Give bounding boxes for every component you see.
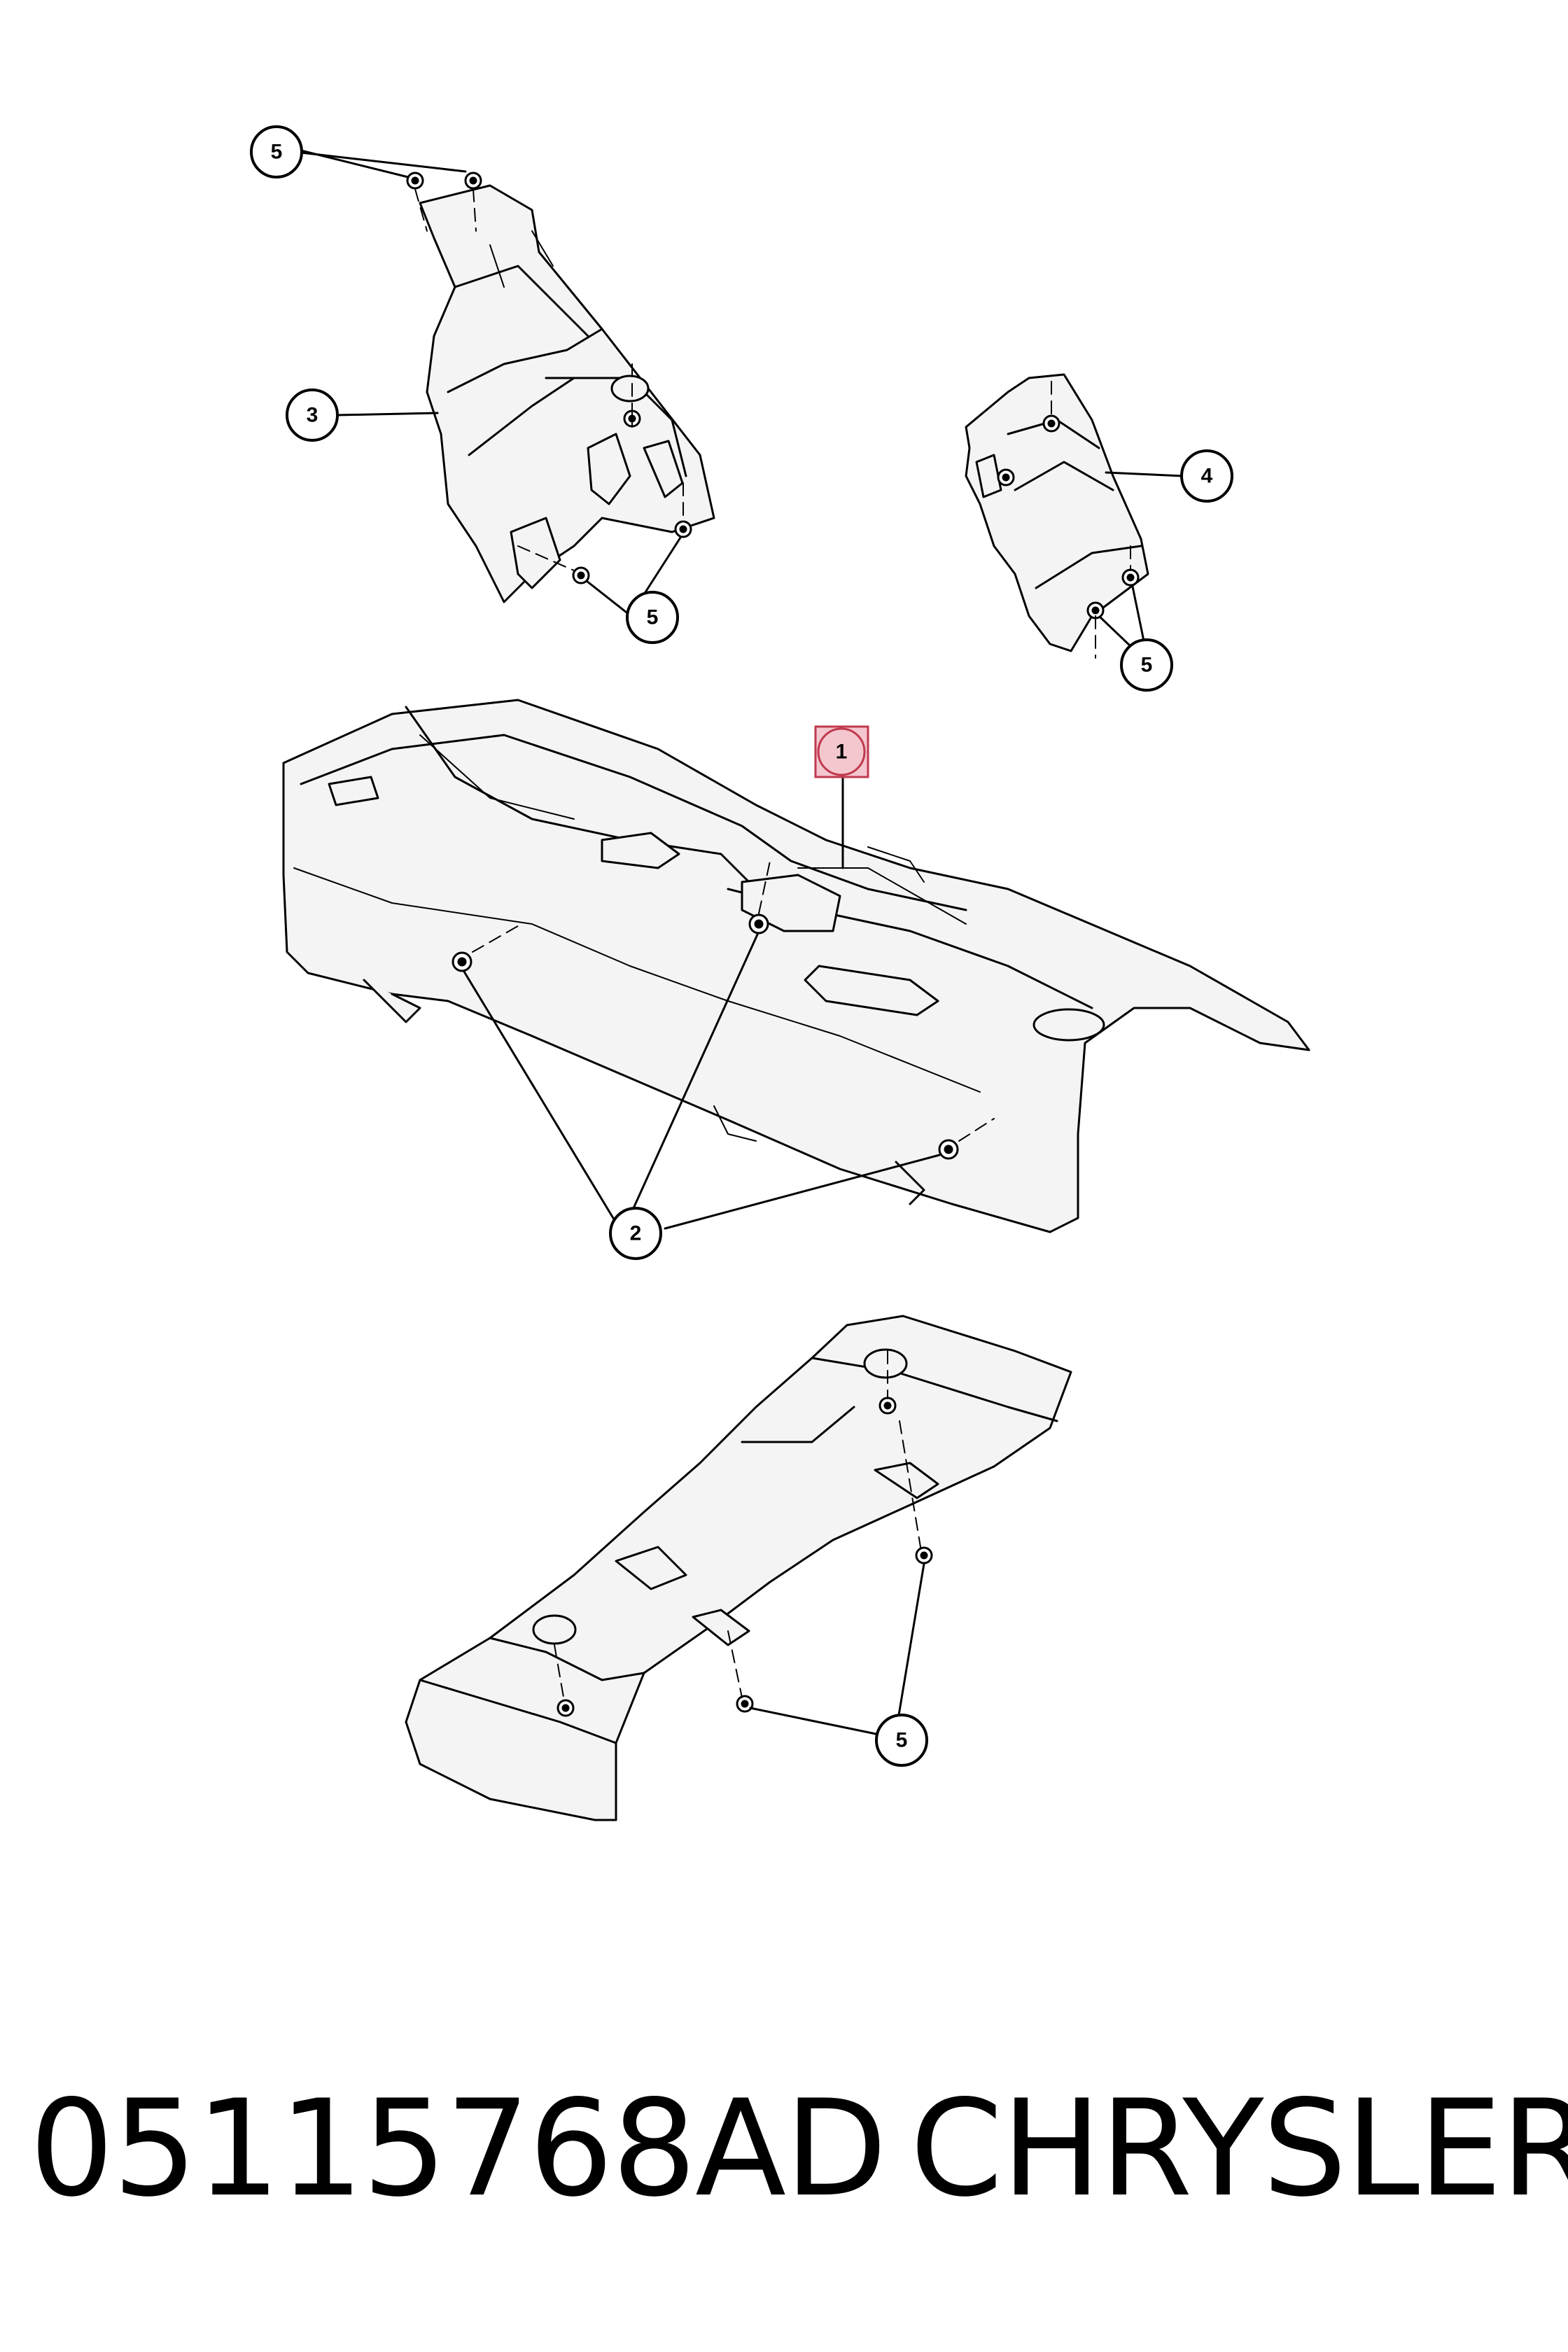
svg-text:5: 5 (896, 1729, 908, 1752)
callout-1: 1 (814, 725, 869, 778)
callout-5-right: 5 (1120, 638, 1173, 692)
leader-lines (300, 149, 1184, 1736)
fasteners-part-4 (997, 414, 1140, 620)
centerlines-part-3 (414, 188, 684, 571)
heat-shield-lower (405, 1315, 1072, 1821)
callout-5-left-lower: 5 (626, 591, 679, 644)
svg-text:5: 5 (1141, 654, 1153, 677)
svg-text:2: 2 (630, 1222, 642, 1245)
callout-4: 4 (1180, 449, 1233, 503)
brand-name: CHRYSLER (910, 2071, 1568, 2226)
svg-text:1: 1 (836, 741, 848, 764)
svg-text:4: 4 (1201, 465, 1213, 488)
svg-text:5: 5 (271, 141, 283, 164)
heat-shield-part-1 (282, 699, 1310, 1233)
centerlines-lower (554, 1350, 921, 1702)
heat-shield-part-3 (419, 184, 715, 603)
callout-2: 2 (609, 1207, 662, 1260)
fasteners-part-1 (451, 913, 959, 1160)
callout-5-top: 5 (250, 125, 303, 178)
part-number: 05115768AD (29, 2071, 887, 2226)
svg-text:3: 3 (307, 404, 318, 427)
fasteners-lower (556, 1396, 933, 1717)
fasteners-part-3 (406, 172, 692, 584)
callout-3: 3 (286, 388, 339, 442)
svg-text:5: 5 (647, 606, 659, 629)
heat-shield-part-4 (965, 373, 1149, 652)
callout-5-bottom: 5 (875, 1714, 928, 1767)
centerlines-part-4 (1051, 381, 1131, 659)
part-footer: 05115768AD CHRYSLER (0, 2044, 1568, 2254)
exploded-parts-diagram: 5 3 5 4 5 1 2 5 (250, 125, 1310, 1821)
centerlines-part-1 (472, 860, 995, 1142)
